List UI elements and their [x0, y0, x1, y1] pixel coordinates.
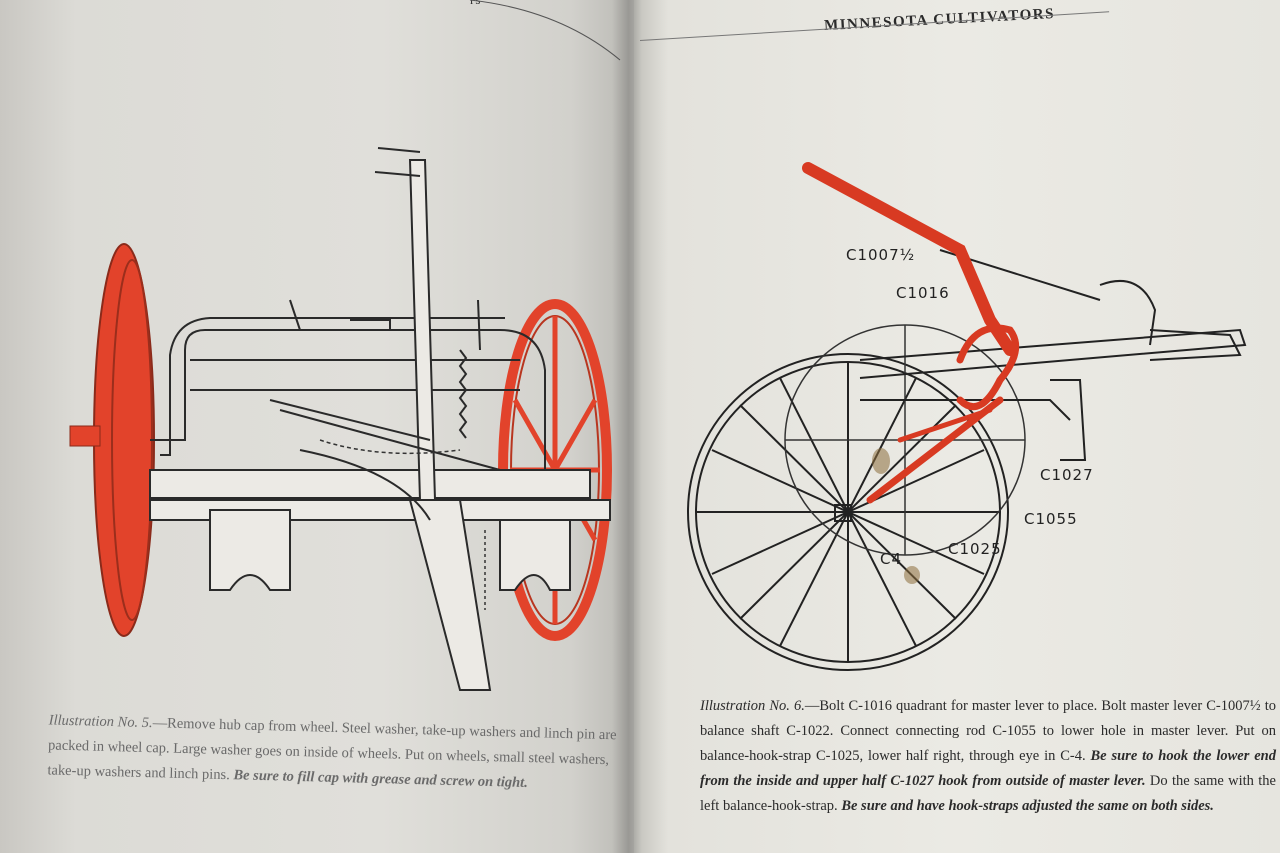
caption-emphasis: Be sure and have hook-straps adjusted th… — [841, 798, 1214, 814]
caption-emphasis: Be sure to hook the lower end from the i… — [700, 748, 1276, 789]
callout-c1007: C1007½ — [846, 246, 916, 264]
caption-body: Do the same with the left balance-hook-s… — [700, 773, 1276, 814]
caption-emphasis: Be sure to fill cap with grease and scre… — [233, 767, 529, 791]
illustration-5-caption: Illustration No. 5.—Remove hub cap from … — [47, 708, 629, 798]
gutter — [612, 0, 642, 853]
paper-stain — [872, 448, 890, 474]
left-running-head: rs — [470, 0, 481, 8]
illustration-6-master-lever-assembly — [687, 162, 1247, 671]
caption-lead: Illustration No. 5. — [48, 712, 153, 732]
callout-c1025: C1025 — [948, 540, 1002, 558]
callout-c1055: C1055 — [1024, 510, 1078, 528]
callout-c1016: C1016 — [896, 284, 950, 302]
callout-c1027: C1027 — [1040, 466, 1094, 484]
caption-lead: Illustration No. 6. — [700, 698, 805, 714]
caption-body: —Bolt C-1016 quadrant for master lever t… — [700, 698, 1276, 764]
paper-stain — [904, 566, 920, 584]
illustration-6-caption: Illustration No. 6.—Bolt C-1016 quadrant… — [700, 694, 1276, 819]
left-red-wheel — [69, 243, 155, 637]
callout-c4: C4 — [880, 550, 903, 568]
